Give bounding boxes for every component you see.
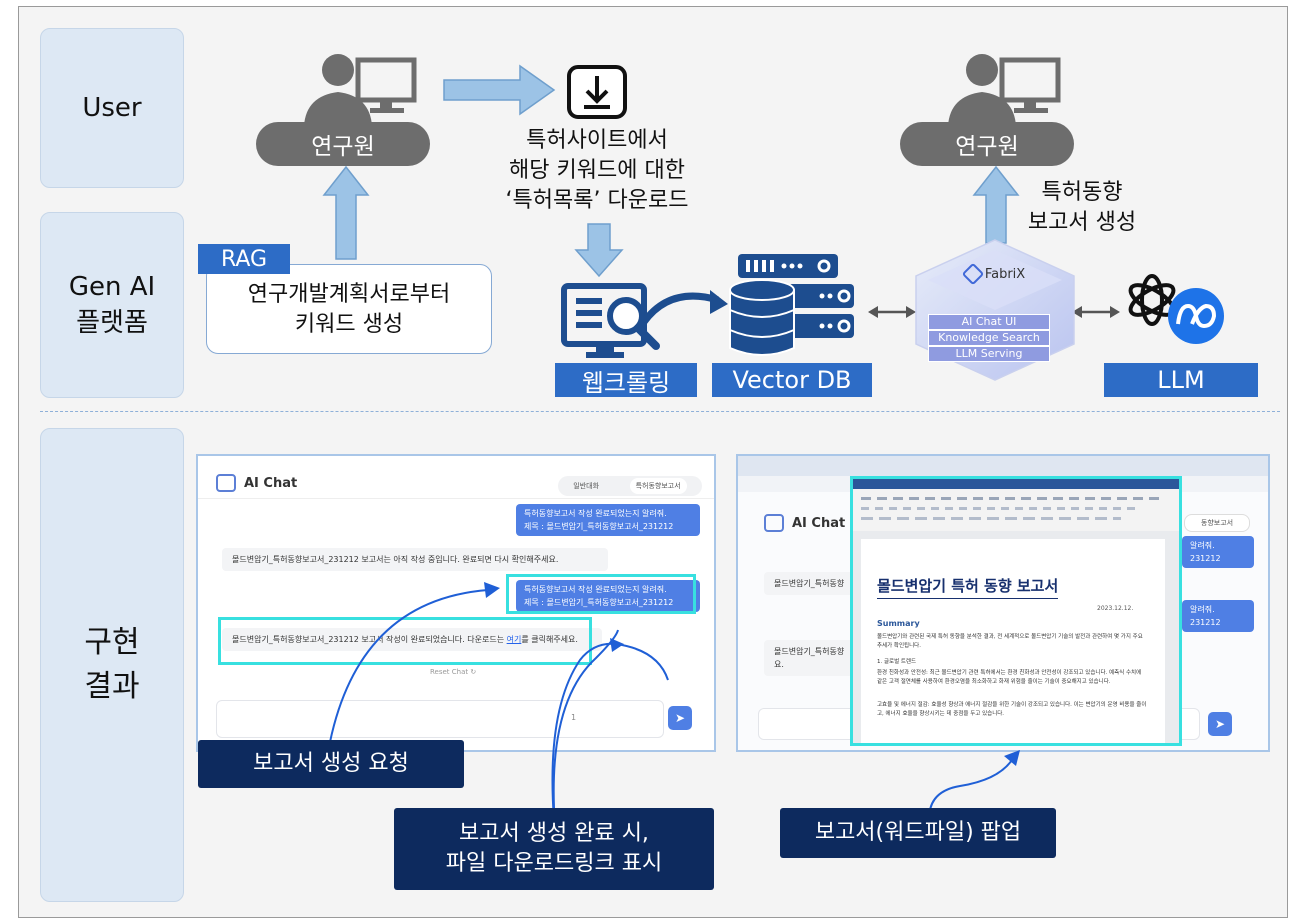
browser-tab-bar xyxy=(738,456,1268,476)
researcher-left-label: 연구원 xyxy=(256,122,430,166)
annotation-report-complete: 보고서 생성 완료 시, 파일 다운로드링크 표시 xyxy=(394,808,714,890)
chat-input-left[interactable]: 1 xyxy=(216,700,664,738)
down-arrow-crawling xyxy=(574,223,624,278)
highlight-download-link xyxy=(218,617,592,665)
annotation-report-request: 보고서 생성 요청 xyxy=(198,740,464,788)
reset-chat-label: Reset Chat xyxy=(430,668,469,676)
row-label-user: User xyxy=(40,28,184,188)
right-bot-snippet-1: 몰드변압기_특허동향 xyxy=(764,572,874,595)
section-divider xyxy=(40,411,1280,412)
chat-tabs-left: 일반대화 특허동향보고서 xyxy=(558,476,702,496)
chat-header-right: AI Chat xyxy=(764,514,845,532)
fabrix-logo-icon xyxy=(961,262,985,286)
send-icon-right[interactable]: ➤ xyxy=(1208,712,1232,736)
doc-item-1: 1. 글로벌 트렌드 xyxy=(877,659,917,665)
fabrix-item-chat-ui: AI Chat UI xyxy=(928,314,1050,330)
fabrix-feature-list: AI Chat UI Knowledge Search LLM Serving xyxy=(928,314,1050,362)
researcher-right-icon xyxy=(948,54,1061,126)
word-page: 몰드변압기 특허 동향 보고서 2023.12.12. Summary 몰드변압… xyxy=(861,539,1165,743)
tab-general-chat[interactable]: 일반대화 xyxy=(573,482,600,490)
word-canvas: 몰드변압기 특허 동향 보고서 2023.12.12. Summary 몰드변압… xyxy=(853,531,1179,743)
chat-bot-message-2: 몰드변압기_특허동향보고서_231212 보고서 작성이 완료되었습니다. 다운… xyxy=(222,628,602,651)
chat-panel-left: AI Chat 일반대화 특허동향보고서 특허동향보고서 작성 완료되었는지 알… xyxy=(196,454,716,752)
doc-title: 몰드변압기 특허 동향 보고서 xyxy=(877,575,1059,599)
rag-keyword-box xyxy=(206,264,492,354)
ribbon-row-1 xyxy=(861,497,1161,500)
fabrix-item-llm-serving: LLM Serving xyxy=(928,346,1050,362)
chat-user-message-1: 특허동향보고서 작성 완료되었는지 알려줘. 제목 : 몰드변압기_특허동향보고… xyxy=(516,504,700,536)
send-icon[interactable]: ➤ xyxy=(668,706,692,730)
chat-user-message-2: 특허동향보고서 작성 완료되었는지 알려줘. 제목 : 몰드변압기_특허동향보고… xyxy=(516,580,700,612)
word-popup: 몰드변압기 특허 동향 보고서 2023.12.12. Summary 몰드변압… xyxy=(850,476,1182,746)
chat-bot-icon-right xyxy=(764,514,784,532)
db-fabrix-double-arrow xyxy=(868,306,916,318)
rag-label: RAG xyxy=(198,244,290,274)
web-crawling-icon xyxy=(561,283,660,358)
bot-message-2-prefix: 몰드변압기_특허동향보고서_231212 보고서 작성이 완료되었습니다. 다운… xyxy=(232,635,507,644)
annotation-arrows xyxy=(329,582,619,809)
annotation-word-popup: 보고서(워드파일) 팝업 xyxy=(780,808,1056,858)
doc-summary-heading: Summary xyxy=(877,619,920,628)
rag-box-text: 연구개발계획서로부터 키워드 생성 xyxy=(247,282,451,337)
bot-message-2-suffix: 를 클릭해주세요. xyxy=(521,635,578,644)
right-user-snippet-2: 알려줘. 231212 xyxy=(1182,600,1254,632)
chat-bot-icon xyxy=(216,474,236,492)
download-icon xyxy=(567,65,627,119)
right-bot-snippet-2-line1: 몰드변압기_특허동향 xyxy=(774,647,845,656)
chat-bot-message-1: 몰드변압기_특허동향보고서_231212 보고서는 아직 작성 중입니다. 완료… xyxy=(222,548,608,571)
word-title-bar xyxy=(853,479,1179,489)
chat-title-left: AI Chat xyxy=(244,475,298,491)
chat-title-right: AI Chat xyxy=(792,515,846,531)
fabrix-brand: FabriX xyxy=(950,262,1040,286)
row-label-result: 구현 결과 xyxy=(40,428,184,902)
tab-patent-report-right[interactable]: 동향보고서 xyxy=(1184,514,1250,532)
fabrix-item-knowledge-search: Knowledge Search xyxy=(928,330,1050,346)
tab-patent-report[interactable]: 특허동향보고서 xyxy=(629,478,687,494)
doc-date: 2023.12.12. xyxy=(1097,605,1134,612)
doc-paragraph-2: 환경 친화성과 안전성: 최근 몰드변압기 관련 특허에서는 환경 친화성과 안… xyxy=(877,670,1142,685)
download-link[interactable]: 여기 xyxy=(506,635,522,644)
right-user-snippet-1: 알려줘. 231212 xyxy=(1182,536,1254,568)
row-label-platform: Gen AI 플랫폼 xyxy=(40,212,184,398)
meta-logo-icon xyxy=(1168,288,1224,344)
vector-db-icon xyxy=(729,254,854,356)
complete-annotation-arrow xyxy=(551,638,669,821)
report-generation-text: 특허동향 보고서 생성 xyxy=(1027,180,1137,235)
word-ribbon xyxy=(853,489,1179,532)
download-description: 특허사이트에서 해당 키워드에 대한 ‘특허목록’ 다운로드 xyxy=(505,128,689,213)
chat-header-left: AI Chat xyxy=(216,474,297,492)
fabrix-name: FabriX xyxy=(984,266,1026,282)
llm-label: LLM xyxy=(1104,363,1258,397)
ribbon-row-2 xyxy=(861,507,1141,510)
highlight-user-request xyxy=(506,574,696,614)
chat-input-counter: 1 xyxy=(571,713,577,722)
right-bot-snippet-2-line2: 요. xyxy=(774,660,784,669)
chat-header-divider xyxy=(198,498,714,499)
vector-db-label: Vector DB xyxy=(712,363,872,397)
crawl-to-db-arrow xyxy=(641,290,728,325)
crawling-label: 웹크롤링 xyxy=(555,363,697,397)
doc-paragraph-1: 몰드변압기와 관련된 국제 특허 동향을 분석한 결과, 전 세계적으로 몰드변… xyxy=(877,634,1143,649)
researcher-right-label: 연구원 xyxy=(900,122,1074,166)
up-arrow-left xyxy=(322,165,370,260)
doc-paragraph-3: 고효율 및 에너지 절감: 효율성 향상과 에너지 절감을 위한 기술이 강조되… xyxy=(877,702,1147,717)
fabrix-llm-double-arrow xyxy=(1072,306,1120,318)
right-arrow-download xyxy=(443,64,556,116)
ribbon-row-3 xyxy=(861,517,1121,520)
reset-chat-button[interactable]: Reset Chat ↻ xyxy=(430,668,477,676)
researcher-left-icon xyxy=(304,54,417,126)
